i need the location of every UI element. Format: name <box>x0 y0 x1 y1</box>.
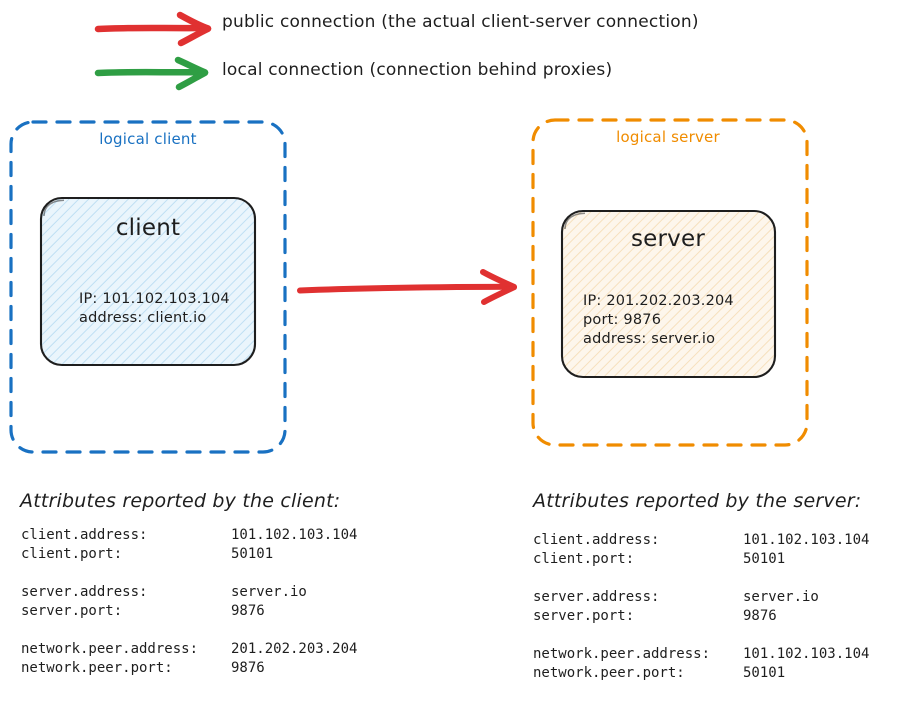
attribute-value: 101.102.103.104 <box>743 646 870 662</box>
table-row: network.peer.address: 201.202.203.204 <box>21 640 357 659</box>
logical-server-zone-title: logical server <box>616 128 720 146</box>
attribute-key: server.address: <box>533 589 660 605</box>
legend-item-local-label: local connection (connection behind prox… <box>222 60 613 80</box>
table-row-spacer <box>21 621 357 640</box>
attribute-key <box>533 569 743 588</box>
table-row: server.port: 9876 <box>21 602 357 621</box>
table-row-spacer <box>21 564 357 583</box>
attribute-value <box>231 564 357 583</box>
table-row-spacer <box>533 569 869 588</box>
attribute-value <box>231 621 357 640</box>
attribute-key <box>21 564 231 583</box>
attribute-key: client.port: <box>533 551 635 567</box>
attribute-key <box>533 626 743 645</box>
attribute-value: server.io <box>743 589 819 605</box>
table-row: server.address: server.io <box>533 588 869 607</box>
logical-client-zone-title: logical client <box>99 130 197 148</box>
attribute-value: 50101 <box>743 551 786 567</box>
public-connection-arrow <box>297 269 517 305</box>
attribute-value: 9876 <box>231 603 265 619</box>
client-attributes-table: client.address: 101.102.103.104 client.por… <box>21 526 357 678</box>
logical-server-zone-border <box>531 118 809 447</box>
server-node-properties: IP: 201.202.203.204 port: 9876 address: … <box>583 293 734 347</box>
attribute-value: 9876 <box>231 660 265 676</box>
client-node-title: client <box>115 215 181 241</box>
server-attributes-table: client.address: 101.102.103.104 client.por… <box>533 531 869 683</box>
attribute-value: 50101 <box>743 665 786 681</box>
server-attributes-heading: Attributes reported by the server: <box>533 490 862 512</box>
attribute-value: 50101 <box>231 546 274 562</box>
client-attributes-heading: Attributes reported by the client: <box>20 490 341 512</box>
server-node-title: server <box>630 226 706 252</box>
attribute-key: client.address: <box>21 527 148 543</box>
attribute-value: 9876 <box>743 608 777 624</box>
legend-public-arrow-icon <box>94 11 212 47</box>
attribute-key: network.peer.port: <box>533 665 685 681</box>
table-row: client.port: 50101 <box>21 545 357 564</box>
attribute-key: network.peer.address: <box>21 641 199 657</box>
client-node-properties: IP: 101.102.103.104 address: client.io <box>79 291 230 326</box>
attribute-value: 201.202.203.204 <box>231 641 358 657</box>
attribute-key: server.port: <box>533 608 635 624</box>
attribute-value: server.io <box>231 584 307 600</box>
attribute-value: 101.102.103.104 <box>743 532 870 548</box>
attribute-key: network.peer.address: <box>533 646 711 662</box>
attribute-key: network.peer.port: <box>21 660 173 676</box>
table-row: server.address: server.io <box>21 583 357 602</box>
table-row: network.peer.address: 101.102.103.104 <box>533 645 869 664</box>
table-row: server.port: 9876 <box>533 607 869 626</box>
table-row: network.peer.port: 50101 <box>533 664 869 683</box>
legend-local-arrow-icon <box>94 56 209 91</box>
table-row: client.port: 50101 <box>533 550 869 569</box>
attribute-key: client.port: <box>21 546 123 562</box>
table-row: client.address: 101.102.103.104 <box>21 526 357 545</box>
table-row: network.peer.port: 9876 <box>21 659 357 678</box>
attribute-key: server.port: <box>21 603 123 619</box>
attribute-key <box>21 621 231 640</box>
attribute-key: client.address: <box>533 532 660 548</box>
attribute-value: 101.102.103.104 <box>231 527 358 543</box>
attribute-value <box>743 569 869 588</box>
table-row: client.address: 101.102.103.104 <box>533 531 869 550</box>
attribute-value <box>743 626 869 645</box>
table-row-spacer <box>533 626 869 645</box>
legend-item-public-label: public connection (the actual client-ser… <box>222 12 699 32</box>
attribute-key: server.address: <box>21 584 148 600</box>
logical-client-zone-border <box>9 120 287 454</box>
